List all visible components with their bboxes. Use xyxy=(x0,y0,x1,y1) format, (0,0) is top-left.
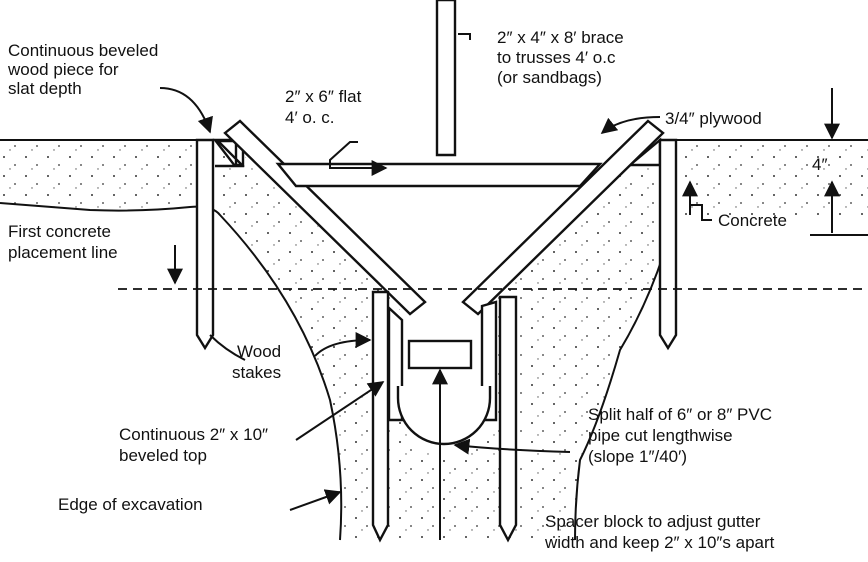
flat-2x6 xyxy=(275,162,603,188)
label-wood-stakes-1: Wood xyxy=(237,342,281,361)
label-flat-1: 2″ x 6″ flat xyxy=(285,87,362,106)
label-brace-1: 2″ x 4″ x 8′ brace xyxy=(497,28,624,47)
spacer-block xyxy=(407,339,473,370)
pvc-pipe xyxy=(396,386,492,446)
label-first-concrete-2: placement line xyxy=(8,243,118,262)
label-beveled-wood-2: wood piece for xyxy=(7,60,119,79)
label-plywood: 3/4″ plywood xyxy=(665,109,762,128)
label-beveled-wood-1: Continuous beveled xyxy=(8,41,158,60)
label-cont-2x10-2: beveled top xyxy=(119,446,207,465)
label-cont-2x10-1: Continuous 2″ x 10″ xyxy=(119,425,268,444)
label-beveled-wood-3: slat depth xyxy=(8,79,82,98)
label-pvc-3: (slope 1″/40′) xyxy=(588,447,687,466)
label-concrete: Concrete xyxy=(718,211,787,230)
inner-stakes-and-boards xyxy=(371,290,518,543)
label-wood-stakes-2: stakes xyxy=(232,363,281,382)
label-spacer-2: width and keep 2″ x 10″s apart xyxy=(544,533,775,552)
dimension-4in xyxy=(682,88,868,236)
plywood-sides xyxy=(223,119,665,316)
label-brace-2: to trusses 4′ o.c xyxy=(497,48,616,67)
brace-2x4 xyxy=(435,0,457,157)
label-spacer-1: Spacer block to adjust gutter xyxy=(545,512,761,531)
leader-lines xyxy=(159,33,712,540)
label-pvc-1: Split half of 6″ or 8″ PVC xyxy=(588,405,772,424)
label-pvc-2: pipe cut lengthwise xyxy=(588,426,733,445)
label-brace-3: (or sandbags) xyxy=(497,68,602,87)
concrete-fill xyxy=(0,141,868,540)
outer-wood-stakes xyxy=(195,138,678,351)
label-flat-2: 4′ o. c. xyxy=(285,108,335,127)
annotation-labels: Continuous beveled wood piece for slat d… xyxy=(7,28,827,552)
label-first-concrete-1: First concrete xyxy=(8,222,111,241)
excavation-edge xyxy=(0,202,669,541)
label-edge-excavation: Edge of excavation xyxy=(58,495,203,514)
label-dim-4in: 4″ xyxy=(812,155,827,174)
